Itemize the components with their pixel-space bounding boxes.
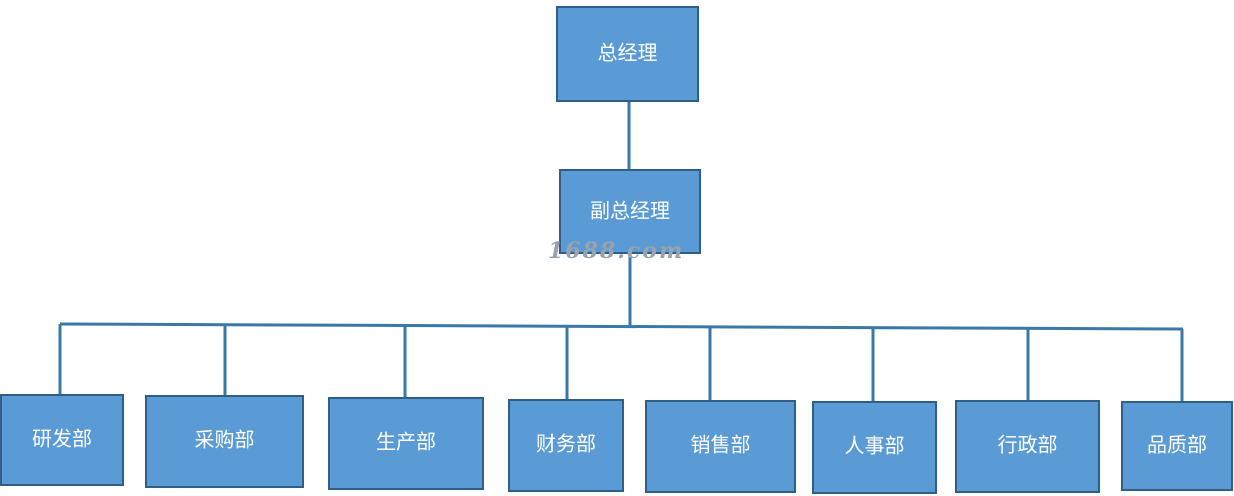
node-label-dept-quality: 品质部 [1147, 433, 1207, 457]
node-box-dept-finance [508, 399, 624, 492]
node-general-manager: 总经理 [556, 6, 699, 102]
watermark-text: 1688.com [548, 238, 684, 264]
node-label-deputy-general-manager: 副总经理 [590, 199, 670, 223]
node-box-dept-purchasing [145, 395, 304, 488]
node-dept-hr: 人事部 [812, 401, 937, 494]
node-dept-finance: 财务部 [508, 399, 624, 492]
node-box-dept-production [328, 397, 484, 490]
node-deputy-general-manager: 副总经理 [559, 169, 701, 254]
node-box-deputy-general-manager [559, 169, 701, 254]
node-box-dept-sales [645, 400, 796, 493]
node-label-dept-admin: 行政部 [998, 433, 1058, 457]
node-label-dept-rnd: 研发部 [32, 427, 92, 451]
node-dept-admin: 行政部 [955, 400, 1100, 493]
node-dept-production: 生产部 [328, 397, 484, 490]
node-box-dept-quality [1121, 401, 1233, 491]
node-box-dept-admin [955, 400, 1100, 493]
node-label-dept-sales: 销售部 [691, 433, 751, 457]
node-dept-purchasing: 采购部 [145, 395, 304, 488]
connector-department-bus [59, 322, 1184, 331]
connectors [58, 101, 1184, 402]
node-label-dept-hr: 人事部 [845, 434, 905, 458]
node-box-dept-rnd [0, 394, 124, 486]
node-label-dept-purchasing: 采购部 [195, 428, 255, 452]
department-row: 研发部 采购部 生产部 财务部 销售部 人事部 行政部 品质部 [0, 394, 1233, 494]
node-dept-rnd: 研发部 [0, 394, 124, 486]
node-label-dept-production: 生产部 [376, 430, 436, 454]
node-box-general-manager [556, 6, 699, 102]
node-dept-sales: 销售部 [645, 400, 796, 493]
node-label-general-manager: 总经理 [598, 41, 658, 65]
node-box-dept-hr [812, 401, 937, 494]
node-dept-quality: 品质部 [1121, 401, 1233, 491]
node-label-dept-finance: 财务部 [536, 432, 596, 456]
